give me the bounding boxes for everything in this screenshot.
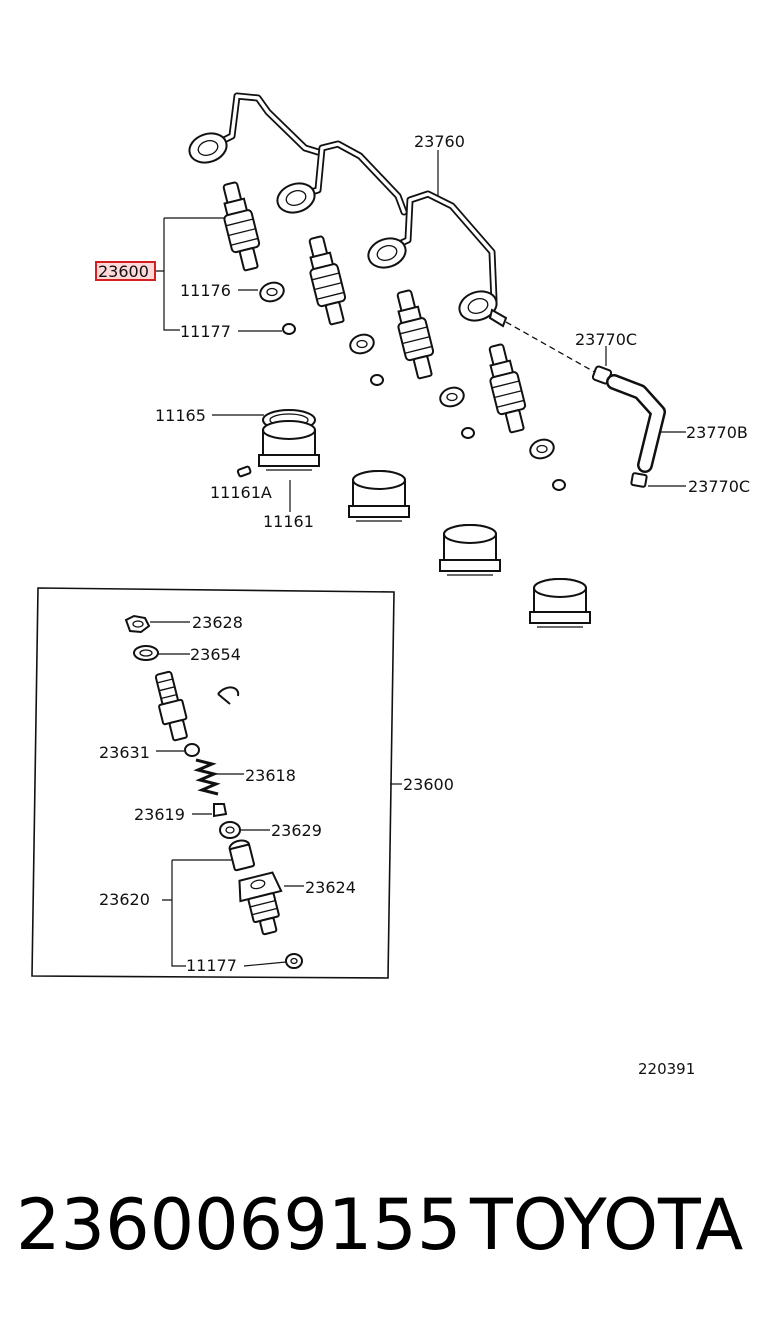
inset-label-23628: 23628	[192, 613, 243, 632]
label-11161A: 11161A	[210, 483, 272, 502]
part-number: 2360069155	[16, 1184, 462, 1266]
inset-label-23619: 23619	[134, 805, 185, 824]
highlight-box	[95, 261, 156, 281]
inset-label-23654: 23654	[190, 645, 241, 664]
inset-label-23629: 23629	[271, 821, 322, 840]
holders	[236, 409, 591, 628]
injector-2	[308, 235, 347, 326]
brand-name: TOYOTA	[470, 1184, 744, 1266]
label-11176: 11176	[180, 281, 231, 300]
injector-3	[396, 289, 435, 380]
label-23600: 23600	[98, 262, 149, 281]
label-11165: 11165	[155, 406, 206, 425]
washers	[259, 281, 566, 491]
leak-off-hose	[505, 321, 666, 488]
inset-label-23624: 23624	[305, 878, 356, 897]
injection-pipe-assembly	[188, 92, 508, 328]
label-11161: 11161	[263, 512, 314, 531]
label-11177: 11177	[180, 322, 231, 341]
label-23760: 23760	[414, 132, 465, 151]
label-23770C-upper: 23770C	[575, 330, 637, 349]
inset-label-23631: 23631	[99, 743, 150, 762]
inset-exploded-view: 23628 23654 23631 23618 23619 23629 2362…	[31, 587, 454, 979]
label-23770C-lower: 23770C	[688, 477, 750, 496]
injector-1	[222, 181, 261, 272]
injector-4	[488, 343, 527, 434]
inset-label-23600: 23600	[403, 775, 454, 794]
inset-label-23618: 23618	[245, 766, 296, 785]
inset-label-11177: 11177	[186, 956, 237, 975]
callouts: 23760 23600 11176 11177 11165 11161A 111…	[95, 132, 750, 531]
inset-label-23620: 23620	[99, 890, 150, 909]
label-23770B: 23770B	[686, 423, 748, 442]
diagram-id: 220391	[638, 1060, 695, 1078]
